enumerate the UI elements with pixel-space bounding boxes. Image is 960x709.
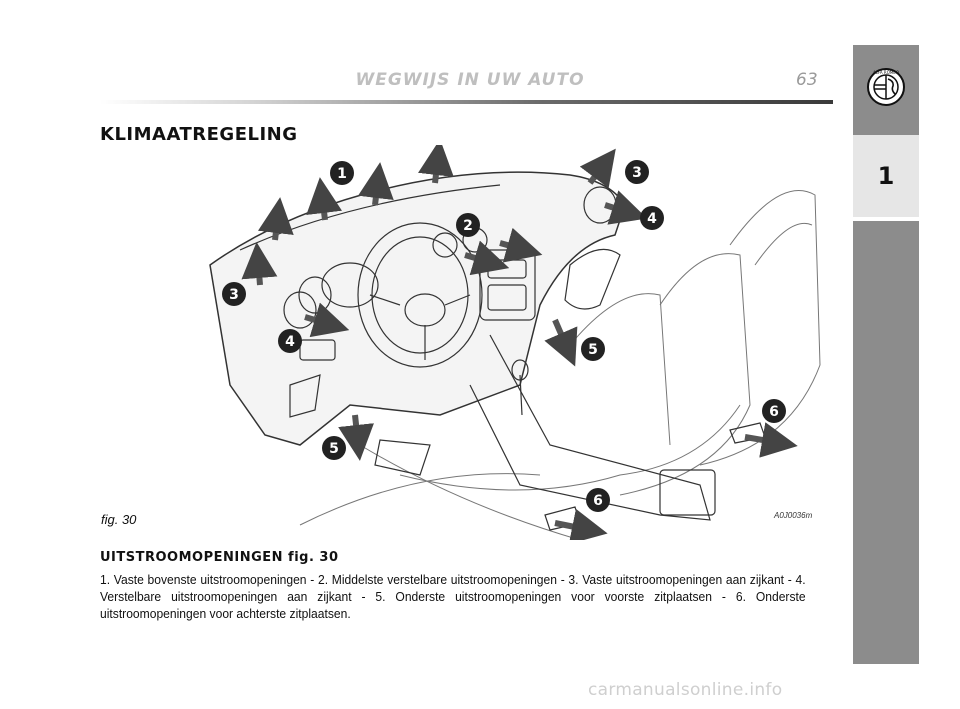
callout-6-bottom: 6 bbox=[586, 488, 610, 512]
svg-text:1: 1 bbox=[337, 166, 347, 182]
subheading-vents: UITSTROOMOPENINGEN fig. 30 bbox=[100, 550, 339, 565]
callout-3-right: 3 bbox=[625, 160, 649, 184]
svg-text:3: 3 bbox=[632, 165, 642, 181]
header-title: WEGWIJS IN UW AUTO bbox=[355, 70, 585, 90]
svg-text:3: 3 bbox=[229, 287, 239, 303]
page-number: 63 bbox=[796, 70, 818, 90]
callout-6-right: 6 bbox=[762, 399, 786, 423]
svg-text:ALFA ROMEO: ALFA ROMEO bbox=[873, 70, 899, 75]
header-rule bbox=[100, 100, 833, 104]
callout-4-right: 4 bbox=[640, 206, 664, 230]
svg-text:4: 4 bbox=[647, 211, 657, 227]
alfa-romeo-badge-icon: ALFA ROMEO bbox=[867, 68, 905, 106]
callout-4-left: 4 bbox=[278, 329, 302, 353]
svg-text:4: 4 bbox=[285, 334, 295, 350]
callout-2: 2 bbox=[456, 213, 480, 237]
body-paragraph: 1. Vaste bovenste uitstroomopeningen - 2… bbox=[100, 573, 806, 621]
sidebar-chapter-box: 1 bbox=[853, 135, 919, 217]
callout-1: 1 bbox=[330, 161, 354, 185]
svg-text:6: 6 bbox=[593, 493, 603, 509]
svg-text:5: 5 bbox=[329, 441, 339, 457]
sidebar-logo-box: ALFA ROMEO bbox=[853, 45, 919, 135]
chapter-number: 1 bbox=[877, 162, 895, 190]
figure-label: fig. 30 bbox=[101, 512, 137, 527]
svg-text:6: 6 bbox=[769, 404, 779, 420]
svg-text:2: 2 bbox=[463, 218, 473, 234]
sidebar-separator bbox=[853, 217, 919, 221]
callout-3-left: 3 bbox=[222, 282, 246, 306]
chapter-sidebar: ALFA ROMEO 1 bbox=[853, 45, 919, 664]
callout-5-left: 5 bbox=[322, 436, 346, 460]
figure-code: A0J0036m bbox=[774, 511, 813, 520]
section-title: KLIMAATREGELING bbox=[100, 124, 298, 145]
callout-5-right: 5 bbox=[581, 337, 605, 361]
dashboard-illustration: 1 2 3 3 4 4 5 5 6 6 bbox=[209, 139, 821, 545]
watermark: carmanualsonline.info bbox=[588, 680, 783, 700]
svg-text:5: 5 bbox=[588, 342, 598, 358]
figure-dashboard-vents: 1 2 3 3 4 4 5 5 6 6 bbox=[100, 139, 835, 545]
